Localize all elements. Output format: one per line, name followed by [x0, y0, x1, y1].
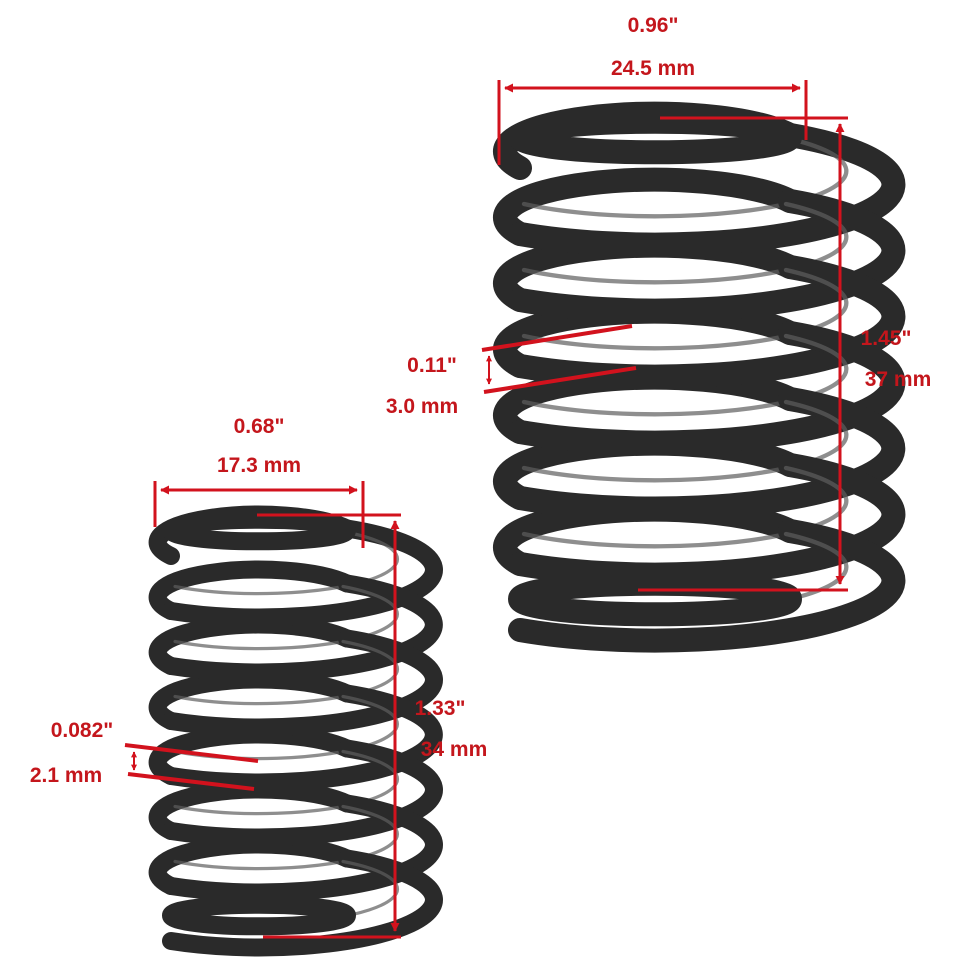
large-wire-line-bottom [483, 366, 637, 394]
large-diameter-mm: 24.5 mm [611, 57, 695, 80]
small-spring [148, 505, 443, 957]
small-spring-coil-back [148, 725, 356, 785]
small-spring-top-coil [162, 510, 356, 551]
large-spring [492, 101, 906, 653]
small-length-inch: 1.33" [415, 697, 466, 720]
small-diameter-inch: 0.68" [234, 415, 285, 438]
large-spring-bottom-coil [508, 571, 802, 627]
small-spring-bottom-coil [162, 895, 356, 936]
small-spring-coil-back [148, 615, 356, 675]
small-spring-dimensions: 0.68" 17.3 mm 1.33" 34 mm 0.082" 2.1 mm [30, 415, 488, 939]
small-wire-line-bottom [127, 772, 255, 791]
large-length-inch: 1.45" [861, 327, 912, 350]
large-wire-mm: 3.0 mm [386, 395, 458, 418]
large-wire-inch: 0.11" [407, 354, 457, 377]
large-spring-dimensions: 0.96" 24.5 mm 1.45" 37 mm 0.11" 3.0 mm [386, 14, 932, 592]
small-spring-coil-front [162, 849, 443, 957]
small-wire-mm: 2.1 mm [30, 764, 102, 787]
small-spring-coil-back [148, 835, 356, 895]
small-spring-coil-back [148, 560, 356, 620]
large-spring-top-coil [508, 109, 802, 165]
small-spring-coil-back [148, 670, 356, 730]
small-diameter-mm: 17.3 mm [217, 454, 301, 477]
small-wire-line-top [124, 743, 259, 763]
small-length-mm: 34 mm [421, 738, 488, 761]
large-spring-coil-back [492, 167, 802, 246]
small-wire-inch: 0.082" [51, 719, 114, 742]
large-spring-coil-front [508, 519, 906, 653]
small-spring-coil-back [148, 780, 356, 840]
large-length-mm: 37 mm [865, 368, 932, 391]
large-diameter-inch: 0.96" [628, 14, 679, 37]
large-wire-line-top [481, 324, 633, 352]
